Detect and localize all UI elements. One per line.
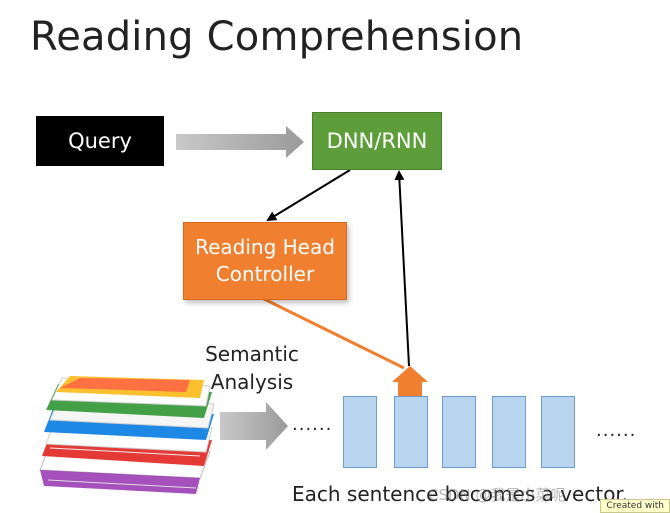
dnn-to-reading-arrow <box>266 169 351 222</box>
semantic-label-line1: Semantic <box>205 342 299 366</box>
dnn-rnn-box: DNN/RNN <box>312 112 442 170</box>
sentence-vector <box>442 396 476 468</box>
semantic-analysis-label: Semantic Analysis <box>196 340 308 396</box>
created-with-badge: Created with <box>600 499 670 513</box>
selection-up-arrow <box>392 366 428 396</box>
sentence-vector-selected <box>394 396 428 468</box>
reading-head-label-line2: Controller <box>215 262 315 286</box>
watermark: CSDN @我是小菜呢 <box>428 486 566 504</box>
reading-head-label-line1: Reading Head <box>195 235 335 259</box>
vector-to-dnn-arrow <box>394 170 410 367</box>
ellipsis-right: ...... <box>596 420 637 441</box>
sentence-vector <box>541 396 575 468</box>
query-label: Query <box>68 128 132 153</box>
page-title: Reading Comprehension <box>30 14 524 60</box>
query-box: Query <box>36 116 164 166</box>
caption: Each sentence becomes a vector. <box>292 482 629 506</box>
sentence-vector <box>492 396 526 468</box>
query-to-dnn-arrow <box>176 126 304 158</box>
dnn-rnn-label: DNN/RNN <box>326 128 428 153</box>
document-stack-icon <box>39 376 215 494</box>
reading-to-vector-line <box>261 296 405 370</box>
semantic-label-line2: Analysis <box>210 370 294 394</box>
sentence-vector <box>343 396 377 468</box>
ellipsis-left: ...... <box>292 414 333 435</box>
reading-head-controller-box: Reading Head Controller <box>183 222 347 300</box>
docs-to-vectors-arrow <box>220 402 288 450</box>
